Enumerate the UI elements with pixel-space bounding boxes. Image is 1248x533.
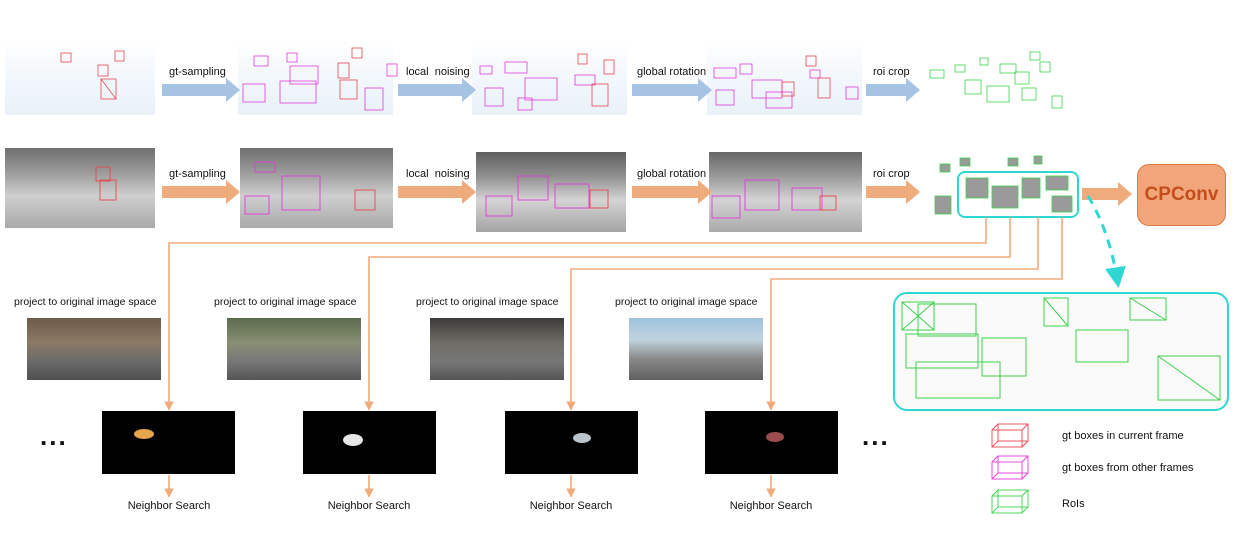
legend-icon-other [991,455,1029,480]
pc2-boxes [242,52,398,111]
legend-label-current: gt boxes in current frame [1062,430,1184,442]
zoom-panel [893,292,1229,411]
photo-3 [430,318,564,380]
mask-panel-4 [705,411,838,474]
camera-panel-2 [240,148,393,228]
step-label-local-noising-1: local noising [406,66,470,78]
step-label-local-noising-2: local noising [406,168,470,180]
camera-panel-1 [5,148,155,228]
cpconv-block: CPConv [1137,164,1226,226]
step-label-roi-crop-2: roi crop [873,168,910,180]
neighbor-search-label-3: Neighbor Search [529,500,613,512]
mask-panel-2 [303,411,436,474]
camera-panel-3 [476,152,626,232]
legend-label-rois: RoIs [1062,498,1085,510]
projection-caption-4: project to original image space [615,296,758,308]
legend-icon-rois [991,489,1029,514]
step-label-roi-crop-1: roi crop [873,66,910,78]
ellipsis-right: ... [862,421,890,451]
cam-red [95,166,376,211]
projection-caption-1: project to original image space [14,296,157,308]
step-label-gt-sampling-1: gt-sampling [169,66,226,78]
roi-crop-boxes [934,155,1073,215]
pc4-boxes [713,63,859,109]
zoom-boxes [901,297,1221,401]
pc5-rois [929,51,1063,109]
photo-1 [27,318,161,380]
pc2-red [337,47,363,100]
mask-panel-3 [505,411,638,474]
neighbor-search-label-4: Neighbor Search [729,500,813,512]
pointcloud-panel-2 [238,40,393,115]
orange-arrows [162,180,1132,206]
photo-4 [629,318,763,380]
projection-caption-2: project to original image space [214,296,357,308]
pointcloud-panel-4 [707,40,862,115]
pointcloud-panel-1 [5,40,155,115]
legend-label-other: gt boxes from other frames [1062,462,1194,474]
projection-caption-3: project to original image space [416,296,559,308]
ellipsis-left: ... [40,421,68,451]
masked-cars [134,429,784,446]
neighbor-search-label-1: Neighbor Search [127,500,211,512]
pc3-boxes [479,61,596,111]
neighbor-search-label-2: Neighbor Search [327,500,411,512]
legend-icon-current [991,423,1029,448]
photo-2 [227,318,361,380]
cam-magenta [244,161,823,219]
pc1-boxes [60,50,125,100]
pointcloud-panel-3 [472,40,627,115]
cam-red-2 [589,189,837,211]
step-label-global-rotation-2: global rotation [637,168,707,180]
routing-lines [164,217,1063,498]
mask-panel-1 [102,411,235,474]
pc3-red [577,53,615,107]
camera-panel-4 [709,152,862,232]
zoom-connector [1086,195,1126,289]
pc4-red [781,55,831,99]
step-label-gt-sampling-2: gt-sampling [169,168,226,180]
step-label-global-rotation-1: global rotation [637,66,707,78]
blue-arrows [162,78,920,102]
